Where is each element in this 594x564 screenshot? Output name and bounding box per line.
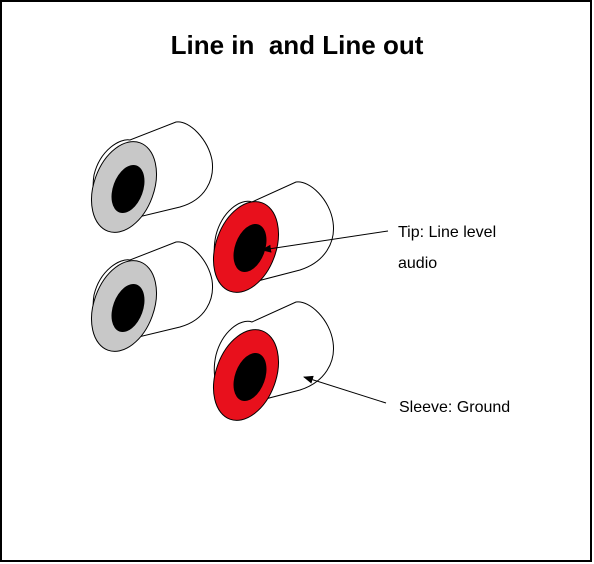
tip-label-line2: audio	[398, 255, 437, 272]
jack-hole	[111, 283, 145, 333]
jack-hole	[111, 164, 145, 214]
jack-line-in-bottom	[91, 241, 214, 352]
jack-line-in-top	[91, 121, 214, 233]
tip-label-line1: Tip: Line level	[398, 224, 496, 241]
sleeve-arrow	[303, 375, 387, 404]
jack-hole	[233, 223, 267, 273]
jack-line-out-top	[213, 181, 334, 293]
tip-arrow	[261, 230, 389, 253]
jack-hole	[233, 352, 267, 402]
diagram-title: Line in and Line out	[170, 30, 424, 60]
sleeve-label: Sleeve: Ground	[399, 399, 510, 416]
jack-line-out-bottom	[213, 301, 334, 421]
